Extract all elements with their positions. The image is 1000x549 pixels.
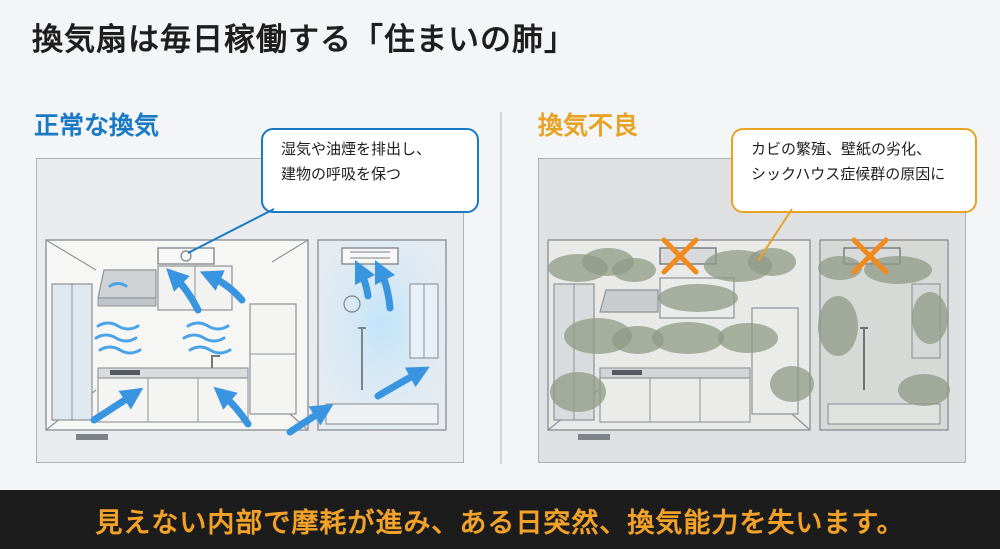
mold-cloud-icon <box>548 248 950 412</box>
normal-section-label: 正常な換気 <box>34 111 160 140</box>
section-divider <box>500 112 502 464</box>
bad-section-label: 換気不良 <box>538 111 639 140</box>
normal-callout-line-2: 建物の呼吸を保つ <box>281 165 402 183</box>
page-title: 換気扇は毎日稼働する「住まいの肺」 <box>32 22 576 58</box>
up-arrow-icon <box>90 259 430 436</box>
bottom-banner-text: 見えない内部で摩耗が進み、ある日突然、換気能力を失います。 <box>95 508 905 539</box>
bad-callout: カビの繁殖、壁紙の劣化、 シックハウス症候群の原因に <box>731 128 977 213</box>
bad-callout-line-2: シックハウス症候群の原因に <box>751 165 946 183</box>
normal-callout-pointer <box>187 208 275 254</box>
cross-mark-icon <box>661 237 889 275</box>
ventilation-fan-icon <box>157 247 215 265</box>
normal-callout-line-1: 湿気や油煙を排出し、 <box>281 140 432 158</box>
bad-callout-pointer <box>757 208 793 262</box>
wind-waves-icon <box>94 282 232 355</box>
bottom-banner: 見えない内部で摩耗が進み、ある日突然、換気能力を失います。 <box>0 490 1000 549</box>
normal-callout: 湿気や油煙を排出し、 建物の呼吸を保つ <box>261 128 479 213</box>
bad-callout-line-1: カビの繁殖、壁紙の劣化、 <box>751 140 932 158</box>
